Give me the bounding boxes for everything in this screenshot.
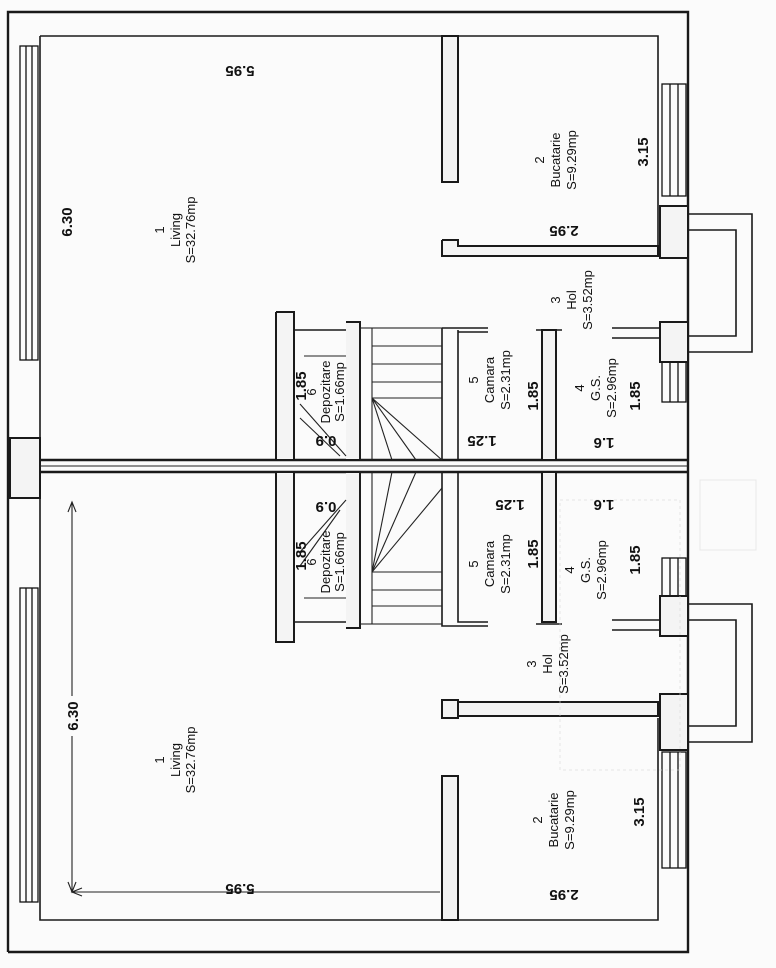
dim-camara-depth-upper: 1.25 xyxy=(467,432,496,449)
svg-text:S=9.29mp: S=9.29mp xyxy=(564,130,579,190)
gs-window-upper xyxy=(661,361,687,403)
entrance-canopy-upper xyxy=(659,205,753,363)
svg-text:6: 6 xyxy=(304,388,319,395)
svg-text:S=3.52mp: S=3.52mp xyxy=(580,270,595,330)
svg-text:Camara: Camara xyxy=(482,356,497,403)
dim-living-width-upper: 6.30 xyxy=(59,207,76,236)
bucatarie-window-lower xyxy=(661,751,687,869)
svg-text:S=2.31mp: S=2.31mp xyxy=(498,534,513,594)
dim-bucatarie-depth-upper: 2.95 xyxy=(549,222,578,239)
dim-depozitare-width-lower: 1.85 xyxy=(293,541,310,570)
room-label-depozitare-upper: 6 Depozitare S=1.66mp xyxy=(304,361,347,424)
living-window-upper xyxy=(19,45,39,361)
svg-text:Depozitare: Depozitare xyxy=(318,531,333,594)
svg-text:1: 1 xyxy=(152,226,167,233)
svg-text:2: 2 xyxy=(530,816,545,823)
svg-text:G.S.: G.S. xyxy=(588,375,603,401)
upper-interior-walls xyxy=(275,35,660,461)
dim-camara-width-lower: 1.85 xyxy=(525,539,542,568)
svg-text:4: 4 xyxy=(562,566,577,573)
lower-interior-walls xyxy=(275,471,660,921)
dim-gs-depth-upper: 1.6 xyxy=(594,434,615,451)
room-label-hol-lower: 3 Hol S=3.52mp xyxy=(524,634,571,694)
outer-walls xyxy=(6,10,690,954)
svg-text:3: 3 xyxy=(548,296,563,303)
dim-living-depth-lower: 5.95 xyxy=(225,880,254,897)
svg-text:Hol: Hol xyxy=(540,654,555,674)
room-label-living-lower: 1 Living S=32.76mp xyxy=(152,727,198,794)
dim-living-depth-upper: 5.95 xyxy=(225,62,254,79)
dim-camara-depth-lower: 1.25 xyxy=(495,496,524,513)
room-label-gs-lower: 4 G.S. S=2.96mp xyxy=(562,540,609,600)
dim-gs-depth-lower: 1.6 xyxy=(594,496,615,513)
svg-text:3: 3 xyxy=(524,660,539,667)
svg-text:S=2.31mp: S=2.31mp xyxy=(498,350,513,410)
dim-gs-width-lower: 1.85 xyxy=(627,545,644,574)
svg-text:Camara: Camara xyxy=(482,540,497,587)
dim-gap-living-width-lower xyxy=(58,696,86,736)
svg-text:S=2.96mp: S=2.96mp xyxy=(594,540,609,600)
svg-text:5: 5 xyxy=(466,560,481,567)
room-label-bucatarie-upper: 2 Bucatarie S=9.29mp xyxy=(532,130,579,190)
svg-text:S=32.76mp: S=32.76mp xyxy=(183,727,198,794)
room-label-bucatarie-lower: 2 Bucatarie S=9.29mp xyxy=(530,790,577,850)
gs-window-lower xyxy=(661,557,687,599)
room-label-depozitare-lower: 6 Depozitare S=1.66mp xyxy=(304,531,347,594)
svg-text:S=1.66mp: S=1.66mp xyxy=(332,532,347,592)
dim-depozitare-depth-upper: 0.9 xyxy=(316,432,337,449)
svg-text:5: 5 xyxy=(466,376,481,383)
svg-text:Hol: Hol xyxy=(564,290,579,310)
dim-depozitare-width-upper: 1.85 xyxy=(293,371,310,400)
dim-bucatarie-width-upper: 3.15 xyxy=(635,137,652,166)
svg-text:6: 6 xyxy=(304,558,319,565)
svg-text:Bucatarie: Bucatarie xyxy=(548,133,563,188)
svg-text:S=2.96mp: S=2.96mp xyxy=(604,358,619,418)
stairs-lower xyxy=(299,471,443,625)
entrance-canopy-lower xyxy=(659,595,753,751)
dim-bucatarie-width-lower: 3.15 xyxy=(631,797,648,826)
svg-text:S=32.76mp: S=32.76mp xyxy=(183,197,198,264)
svg-text:S=9.29mp: S=9.29mp xyxy=(562,790,577,850)
dim-gs-width-upper: 1.85 xyxy=(627,381,644,410)
svg-text:Living: Living xyxy=(168,213,183,247)
svg-text:S=3.52mp: S=3.52mp xyxy=(556,634,571,694)
room-label-camara-upper: 5 Camara S=2.31mp xyxy=(466,350,513,410)
room-label-gs-upper: 4 G.S. S=2.96mp xyxy=(572,358,619,418)
room-label-living-upper: 1 Living S=32.76mp xyxy=(152,197,198,264)
dimension-lines-lower xyxy=(67,500,440,897)
scan-stamp xyxy=(559,479,757,771)
living-window-lower xyxy=(19,587,39,903)
svg-text:G.S.: G.S. xyxy=(578,557,593,583)
svg-text:Depozitare: Depozitare xyxy=(318,361,333,424)
dim-bucatarie-depth-lower: 2.95 xyxy=(549,886,578,903)
room-label-hol-upper: 3 Hol S=3.52mp xyxy=(548,270,595,330)
svg-text:S=1.66mp: S=1.66mp xyxy=(332,362,347,422)
svg-text:1: 1 xyxy=(152,756,167,763)
svg-text:2: 2 xyxy=(532,156,547,163)
dim-camara-width-upper: 1.85 xyxy=(525,381,542,410)
stairs-upper xyxy=(299,327,443,461)
bucatarie-window-upper xyxy=(661,83,687,197)
dim-depozitare-depth-lower: 0.9 xyxy=(316,498,337,515)
room-label-camara-lower: 5 Camara S=2.31mp xyxy=(466,534,513,594)
svg-text:4: 4 xyxy=(572,384,587,391)
svg-text:Bucatarie: Bucatarie xyxy=(546,793,561,848)
svg-text:Living: Living xyxy=(168,743,183,777)
dim-living-width-lower: 6.30 xyxy=(65,701,82,730)
